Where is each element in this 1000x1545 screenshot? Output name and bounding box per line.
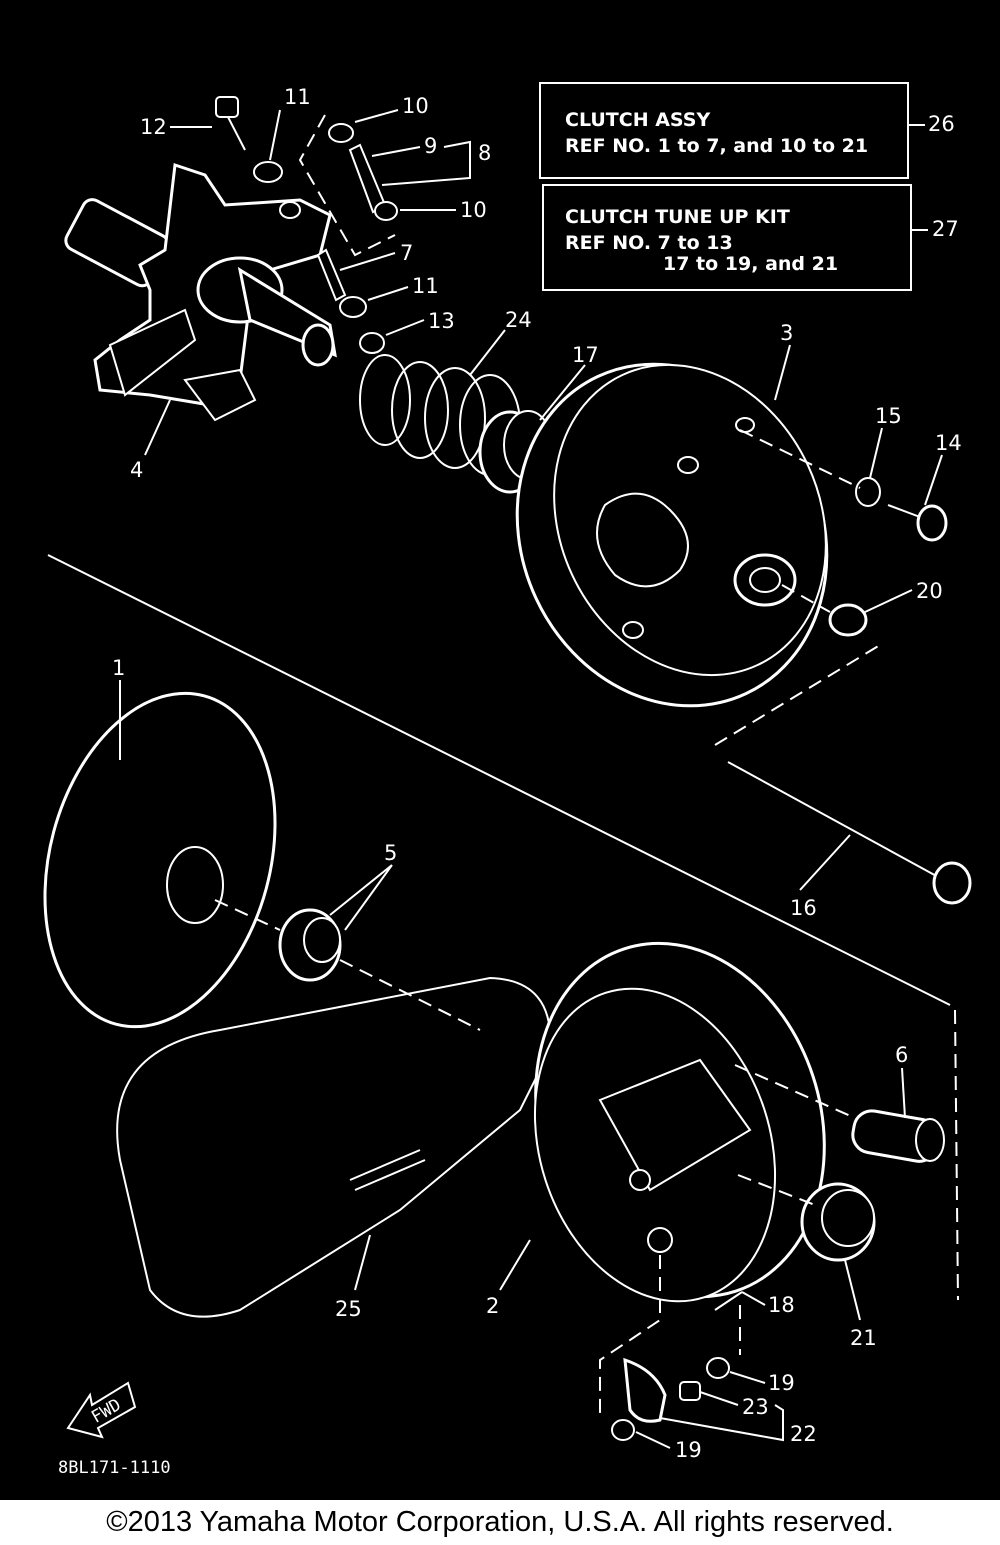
callout-1: 1 [112,656,125,680]
bushing-13 [359,332,385,354]
callout-18: 18 [768,1293,795,1317]
washer-15 [855,477,881,507]
callout-26: 26 [928,112,955,136]
bolt-14 [887,504,948,542]
section-divider-line [47,554,951,1006]
washer-19-bottom [611,1419,635,1441]
sheave-part-1 [43,691,277,1029]
callout-8: 8 [478,141,491,165]
callouts: 12 11 10 9 8 10 7 11 13 24 17 3 15 14 4 … [112,85,962,1462]
callout-22: 22 [790,1422,817,1446]
clutch-assy-detail: REF NO. 1 to 7, and 10 to 21 [565,135,868,157]
callout-27: 27 [932,217,959,241]
fwd-arrow-icon: FWD [66,1381,137,1439]
callout-10-top: 10 [402,94,429,118]
callout-7: 7 [400,241,413,265]
tune-up-kit-detail-2: 17 to 19, and 21 [663,253,838,275]
tune-up-kit-detail-1: REF NO. 7 to 13 [565,232,733,254]
callout-24: 24 [505,308,532,332]
belt-part-25 [116,976,552,1318]
pin-18 [714,1291,743,1311]
clutch-tune-up-kit-box: CLUTCH TUNE UP KIT REF NO. 7 to 13 17 to… [542,184,959,291]
seal-part-5 [278,908,342,982]
weight-part-22 [623,1357,667,1423]
callout-16: 16 [790,896,817,920]
callout-15: 15 [875,404,902,428]
exploded-parts-diagram: CLUTCH ASSY REF NO. 1 to 7, and 10 to 21… [0,0,1000,1500]
callout-5: 5 [384,841,397,865]
callout-12: 12 [140,115,167,139]
tune-up-kit-title: CLUTCH TUNE UP KIT [565,206,790,228]
washer-19-top [706,1357,730,1379]
clutch-assy-title: CLUTCH ASSY [565,109,710,131]
spider-shaft-part [64,162,337,422]
group-bracket-8 [298,114,396,257]
seal-part-21 [800,1182,876,1262]
callout-11-bottom: 11 [412,274,439,298]
washer-10-top [328,123,354,143]
callout-3: 3 [780,321,793,345]
callout-21: 21 [850,1326,877,1350]
washer-20 [828,603,868,637]
drawing-code: 8BL171-1110 [58,1458,171,1478]
callout-20: 20 [916,579,943,603]
callout-14: 14 [935,431,962,455]
washer-11-top [253,161,283,183]
copyright-notice: ©2013 Yamaha Motor Corporation, U.S.A. A… [106,1506,894,1538]
bolt-16 [727,761,972,905]
bushing-part-6 [851,1109,945,1163]
callout-2: 2 [486,1294,499,1318]
pin-7 [316,248,347,302]
washer-10-bottom [374,201,398,221]
cover-part-3 [515,362,829,708]
clutch-assy-box: CLUTCH ASSY REF NO. 1 to 7, and 10 to 21… [539,82,955,179]
callout-23: 23 [742,1395,769,1419]
callout-4: 4 [130,458,143,482]
callout-9: 9 [424,134,437,158]
bolt-12 [215,96,246,151]
callout-17: 17 [572,343,599,367]
washer-11-bottom [339,296,367,318]
callout-10-bottom: 10 [460,198,487,222]
callout-19-bottom: 19 [675,1438,702,1462]
callout-6: 6 [895,1043,908,1067]
callout-11-top: 11 [284,85,311,109]
spring-24 [359,354,521,476]
housing-part-2 [533,941,826,1303]
bushing-23 [679,1381,701,1401]
callout-19-top: 19 [768,1371,795,1395]
callout-13: 13 [428,309,455,333]
callout-25: 25 [335,1297,362,1321]
